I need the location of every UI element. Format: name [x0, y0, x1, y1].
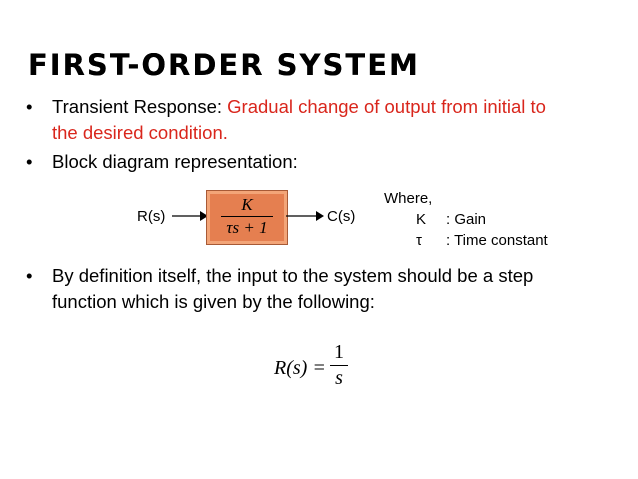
- bullet-highlight-2: the desired condition.: [52, 122, 228, 143]
- tau-symbol: τ: [416, 232, 422, 249]
- bullet-transient-response: • Transient Response: Gradual change of …: [26, 94, 626, 146]
- where-legend: Where, K : Gain τ : Time constant: [384, 188, 548, 251]
- equation-denominator: s: [335, 367, 343, 389]
- gain-description: : Gain: [446, 211, 487, 228]
- slide-title: FIRST-ORDER SYSTEM: [28, 48, 420, 82]
- bullet-marker: •: [26, 151, 33, 172]
- equation-numerator: 1: [334, 341, 344, 363]
- bullet-text-line1: By definition itself, the input to the s…: [52, 265, 534, 286]
- block-denominator: τs + 1: [226, 218, 268, 237]
- input-label: R(s): [137, 208, 166, 225]
- block-fraction: K τs + 1: [221, 195, 273, 238]
- bullet-marker: •: [26, 96, 33, 117]
- bullet-text-line2: function which is given by the following…: [52, 291, 375, 312]
- equation-fraction: 1 s: [330, 341, 348, 390]
- output-label: C(s): [327, 208, 356, 225]
- input-arrow: [172, 211, 208, 221]
- where-row-gain: K : Gain: [384, 209, 486, 230]
- where-row-time-constant: τ : Time constant: [384, 230, 548, 251]
- transfer-function-block: K τs + 1: [206, 190, 288, 245]
- tau-description: : Time constant: [446, 232, 548, 249]
- where-heading: Where,: [384, 190, 433, 207]
- bullet-highlight-1: Gradual change of output from initial to: [227, 96, 546, 117]
- equation-fraction-bar: [330, 365, 348, 366]
- bullet-block-diagram: • Block diagram representation:: [26, 149, 626, 175]
- output-arrow: [286, 211, 324, 221]
- bullet-step-input: • By definition itself, the input to the…: [26, 263, 626, 315]
- equation-lhs: R(s) =: [274, 357, 326, 379]
- block-numerator: K: [241, 195, 253, 214]
- bullet-text: Block diagram representation:: [52, 151, 298, 172]
- bullet-marker: •: [26, 265, 33, 286]
- gain-symbol: K: [416, 211, 427, 228]
- fraction-bar: [221, 216, 273, 217]
- bullet-prefix: Transient Response:: [52, 96, 228, 117]
